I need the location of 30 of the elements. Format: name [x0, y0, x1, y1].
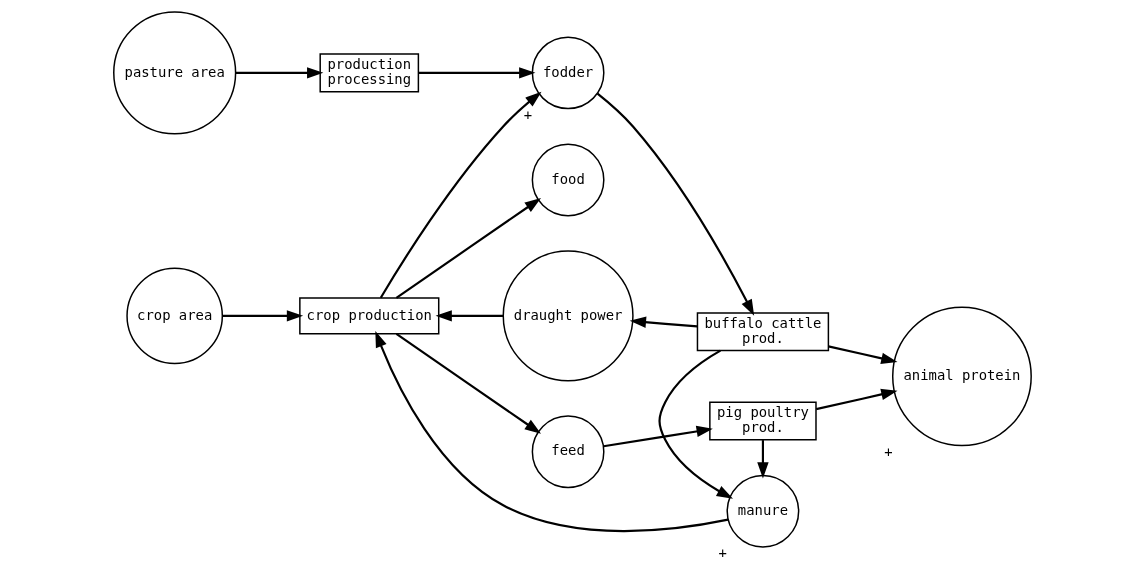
- arrow: [395, 333, 541, 434]
- node-box: pig poultry prod.: [709, 401, 817, 441]
- node-circle: crop area: [126, 267, 224, 365]
- arrow: [375, 330, 729, 533]
- arrow: [379, 91, 542, 299]
- node-label: +: [884, 443, 893, 460]
- node-box: buffalo cattle prod.: [696, 312, 830, 352]
- arrow: [629, 316, 698, 328]
- arrow: [235, 67, 324, 79]
- arrow: [658, 349, 733, 499]
- node-label: +: [718, 545, 727, 562]
- arrow: [757, 440, 769, 479]
- arrow: [815, 388, 898, 411]
- node-circle: pasture area: [113, 11, 237, 135]
- node-circle: animal protein: [891, 306, 1032, 447]
- node-box: production processing: [319, 53, 420, 93]
- arrow: [435, 310, 504, 322]
- node-circle: fodder: [531, 36, 605, 110]
- arrow: [596, 92, 755, 316]
- node-box: crop production: [299, 297, 440, 335]
- arrow: [418, 67, 536, 79]
- node-circle: food: [531, 143, 605, 217]
- arrow: [395, 198, 541, 299]
- arrow: [828, 345, 898, 364]
- arrow: [603, 425, 713, 448]
- arrow: [222, 310, 304, 322]
- node-circle: draught power: [502, 250, 634, 382]
- node-circle: manure: [726, 474, 800, 548]
- node-circle: feed: [531, 415, 605, 489]
- node-label: +: [523, 106, 533, 123]
